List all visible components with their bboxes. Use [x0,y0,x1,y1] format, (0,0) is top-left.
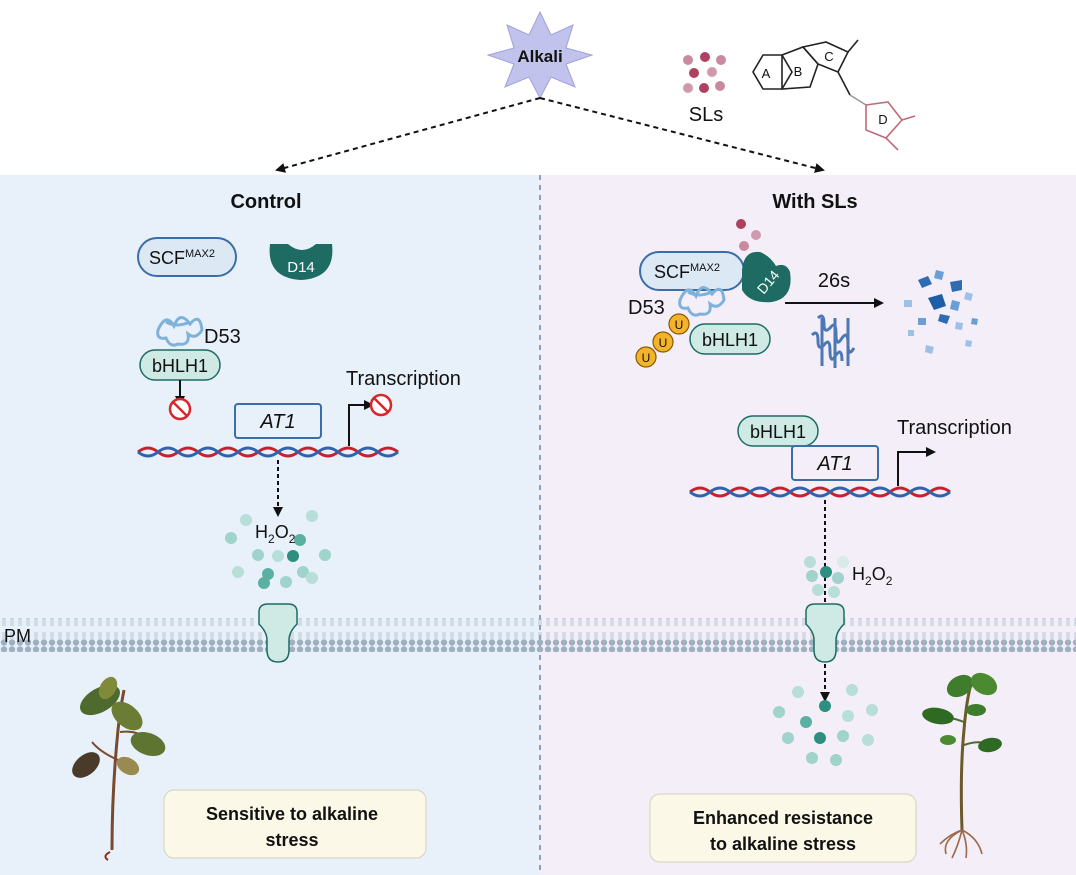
inhibit-icon-left-2 [369,393,393,417]
at1-label-right: AT1 [816,453,852,475]
d53-label-right: D53 [628,297,665,319]
sl-molecule-cluster [683,52,726,93]
plant-seedling-healthy [922,672,1002,859]
dna-left [137,446,399,458]
ub-label-3: U [642,351,651,365]
ub-label-2: U [659,336,668,350]
bhlh1-bound-label: bHLH1 [750,422,806,442]
plant-seedling-stressed [72,676,166,861]
dna-right [689,486,951,498]
inhibit-icon-left-1 [168,397,192,421]
proteasome-icon [810,314,856,368]
sl-molecules-bound [736,219,761,251]
outcome-box-sls [649,793,917,863]
at1-gene-left [234,403,322,439]
ring-a-label: A [762,66,771,81]
d14-label-left: D14 [287,259,315,276]
outcome-box-control [163,789,427,859]
channel-right [805,603,845,663]
h2o2-efflux-cluster [773,684,878,766]
scf-max2-left [137,237,237,277]
bhlh1-right [689,323,771,355]
scf-max2-label-right: SCFMAX2 [654,262,720,282]
proteasome-label: 26s [818,270,850,292]
alkali-label: Alkali [517,47,562,66]
d53-label-left: D53 [204,326,241,348]
transcription-label-left: Transcription [346,368,461,390]
outcome-sls-line2: to alkaline stress [710,834,856,854]
transcription-label-right: Transcription [897,417,1012,439]
ring-c-label: C [824,49,833,64]
h2o2-cluster-right [804,556,849,598]
scf-max2-label-left: SCFMAX2 [149,248,215,268]
transcription-arrow-left [348,400,374,446]
outcome-control-line1: Sensitive to alkaline [206,804,378,824]
control-title: Control [230,191,301,213]
bhlh1-label-left: bHLH1 [152,356,208,376]
plasma-membrane [0,618,1076,652]
at1-label-left: AT1 [259,411,295,433]
with-sls-title: With SLs [772,191,857,213]
arrow-to-sls [539,97,825,173]
sls-label: SLs [689,104,723,126]
h2o2-cluster-left [225,510,331,589]
h2o2-label-right: H2O2 [852,564,893,588]
outcome-control-line2: stress [265,830,318,850]
d14-right [742,251,791,303]
d53-protein-left [156,316,204,347]
ub-label-1: U [675,318,684,332]
pm-label: PM [4,626,31,646]
bhlh1-label-right: bHLH1 [702,330,758,350]
at1-gene-right [791,445,879,481]
d53-protein-right [678,286,726,317]
ring-d-label: D [878,112,887,127]
strigolactone-structure [752,39,916,151]
ring-b-label: B [794,64,803,79]
right-panel-bg [540,175,1076,875]
h2o2-label-left: H2O2 [255,522,296,546]
d14-left [269,244,333,280]
channel-left [258,603,298,663]
arrow-to-control [275,97,541,173]
ubiquitin-chain [635,313,690,368]
bhlh1-bound-right [737,415,819,447]
transcription-arrow-right [897,447,936,486]
degraded-fragments [904,270,978,354]
outcome-sls-line1: Enhanced resistance [693,808,873,828]
